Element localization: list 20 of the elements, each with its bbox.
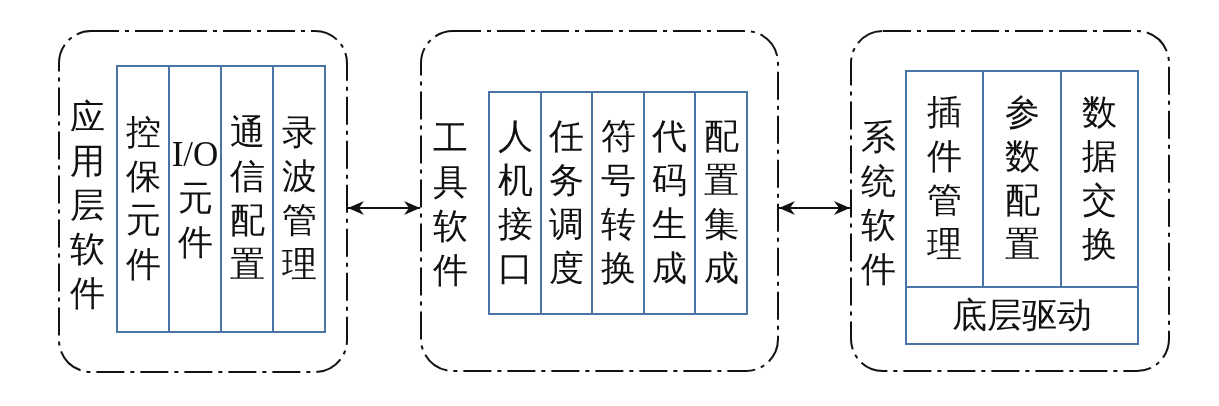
module-cell: 配置集成 (694, 91, 748, 315)
module-cell: 控保元件 (116, 65, 170, 333)
layer-panel (420, 30, 779, 372)
module-cell: I/O元件 (168, 65, 222, 333)
module-cell: 数据交换 (1060, 70, 1139, 288)
module-cell: 人机接口 (488, 91, 542, 315)
layer-panel (58, 30, 348, 373)
module-cell: 任务调度 (540, 91, 593, 315)
layer-title: 工具软件 (431, 118, 469, 292)
module-cell: 通信配置 (220, 65, 274, 333)
module-cell: 底层驱动 (905, 286, 1139, 345)
module-cell: 插件管理 (905, 70, 984, 288)
module-cell: 代码生成 (643, 91, 696, 315)
module-cell: 符号转换 (591, 91, 645, 315)
module-cell: 录波管理 (272, 65, 326, 333)
layer-title: 应用层软件 (68, 97, 106, 315)
layer-panel (850, 30, 1170, 372)
layer-title: 系统软件 (859, 117, 897, 291)
double-arrow (778, 201, 851, 215)
double-arrow (347, 201, 421, 215)
